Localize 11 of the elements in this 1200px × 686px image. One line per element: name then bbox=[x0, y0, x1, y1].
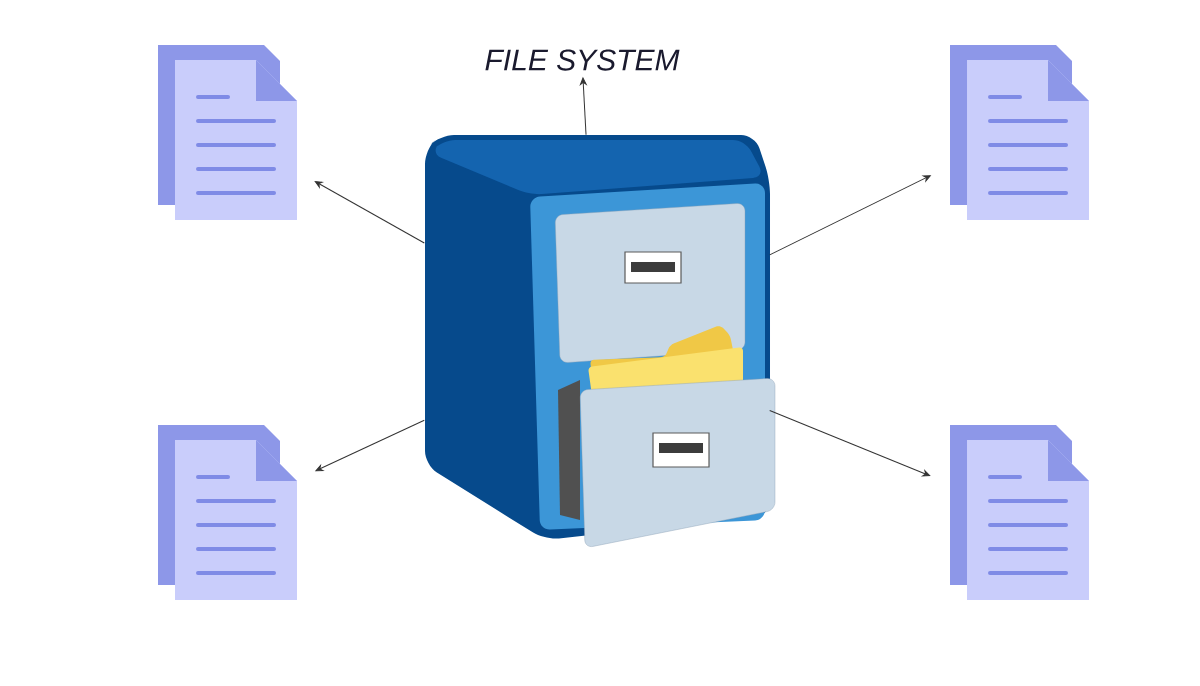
arrow bbox=[580, 77, 587, 136]
document-icon bbox=[950, 45, 1089, 220]
arrow bbox=[769, 409, 931, 477]
arrow bbox=[314, 181, 425, 244]
title: FILE SYSTEM bbox=[485, 49, 680, 71]
document-icon bbox=[158, 45, 297, 220]
arrow bbox=[315, 419, 425, 472]
document-icon bbox=[158, 425, 297, 600]
document-icon bbox=[950, 425, 1089, 600]
arrow bbox=[769, 175, 931, 256]
file-cabinet-drawing bbox=[425, 135, 776, 547]
